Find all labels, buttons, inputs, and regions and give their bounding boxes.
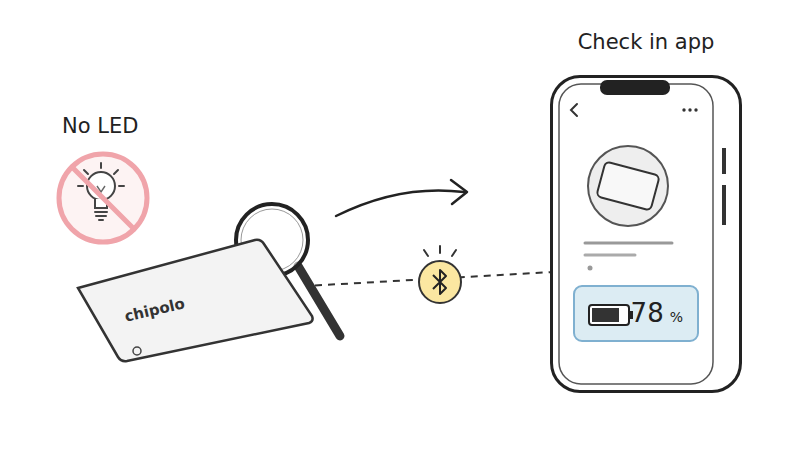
phone-details (559, 80, 726, 384)
phone-frame: Check in app78% (550, 75, 742, 393)
card-body (78, 240, 313, 361)
heading-holder: Check in app (533, 30, 759, 54)
battery-panel: 78% (573, 285, 699, 342)
card-hole (133, 347, 141, 355)
percent-sign: % (670, 309, 683, 325)
callout-label: No LED (62, 114, 138, 138)
bluetooth-symbol (419, 246, 461, 303)
label-holder: No LED (62, 114, 138, 138)
card-outline (75, 238, 315, 363)
battery-percent: 78 (631, 298, 664, 328)
pointer-arrow (336, 180, 467, 216)
screen-heading: Check in app (578, 30, 715, 54)
no-led-sign (59, 154, 147, 242)
tracker-card: chipolo (75, 238, 315, 363)
